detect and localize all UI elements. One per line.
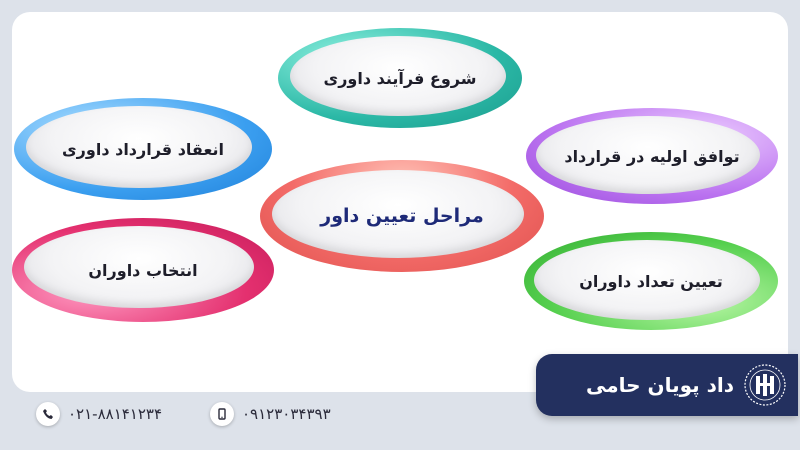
phone-contact: ۰۲۱-۸۸۱۴۱۲۳۴ <box>36 402 162 426</box>
brand-logo-icon <box>742 362 788 408</box>
step-conclude-contract: انعقاد قرارداد داوری <box>14 98 272 200</box>
brand-name: داد پویان حامی <box>586 373 734 397</box>
step-label: شروع فرآیند داوری <box>323 68 477 88</box>
center-node: مراحل تعیین داور <box>260 160 544 272</box>
step-start-arbitration: شروع فرآیند داوری <box>278 28 522 128</box>
phone-icon <box>36 402 60 426</box>
mobile-icon <box>210 402 234 426</box>
step-initial-agreement: توافق اولیه در قرارداد <box>526 108 778 204</box>
step-select-arbitrators: انتخاب داوران <box>12 218 274 322</box>
phone-number: ۰۲۱-۸۸۱۴۱۲۳۴ <box>68 405 163 423</box>
brand-badge: داد پویان حامی <box>536 354 798 416</box>
step-label: انتخاب داوران <box>88 260 198 280</box>
step-number-of-arbitrators: تعیین تعداد داوران <box>524 232 778 330</box>
step-label: توافق اولیه در قرارداد <box>564 146 740 166</box>
center-title: مراحل تعیین داور <box>320 205 484 227</box>
mobile-number: ۰۹۱۲۳۰۳۴۳۹۳ <box>242 405 331 423</box>
step-label: انعقاد قرارداد داوری <box>62 139 224 159</box>
step-label: تعیین تعداد داوران <box>579 271 723 291</box>
mobile-contact: ۰۹۱۲۳۰۳۴۳۹۳ <box>210 402 331 426</box>
